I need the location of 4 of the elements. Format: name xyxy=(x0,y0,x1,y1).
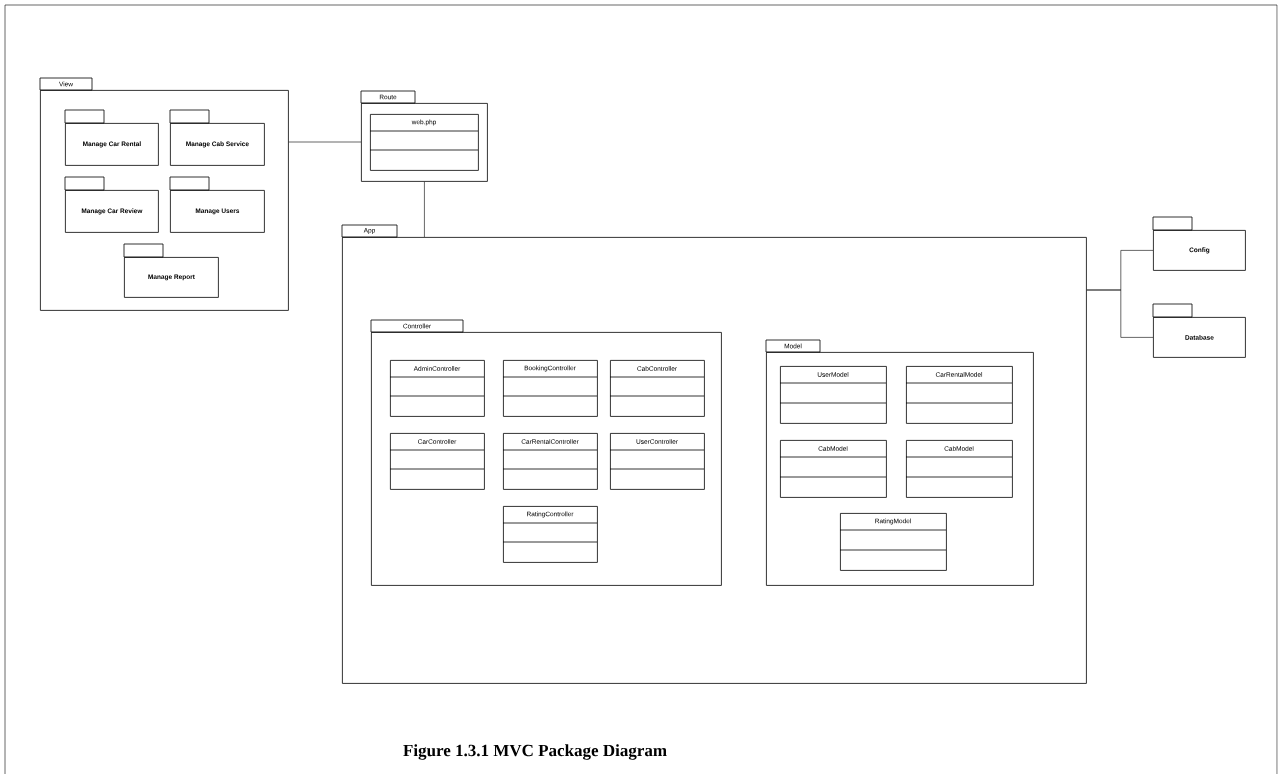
connector-line xyxy=(424,181,425,238)
connector-line xyxy=(288,141,362,143)
figure-caption: Figure 1.3.1 MVC Package Diagram xyxy=(403,744,667,760)
connector-line xyxy=(1086,289,1154,338)
